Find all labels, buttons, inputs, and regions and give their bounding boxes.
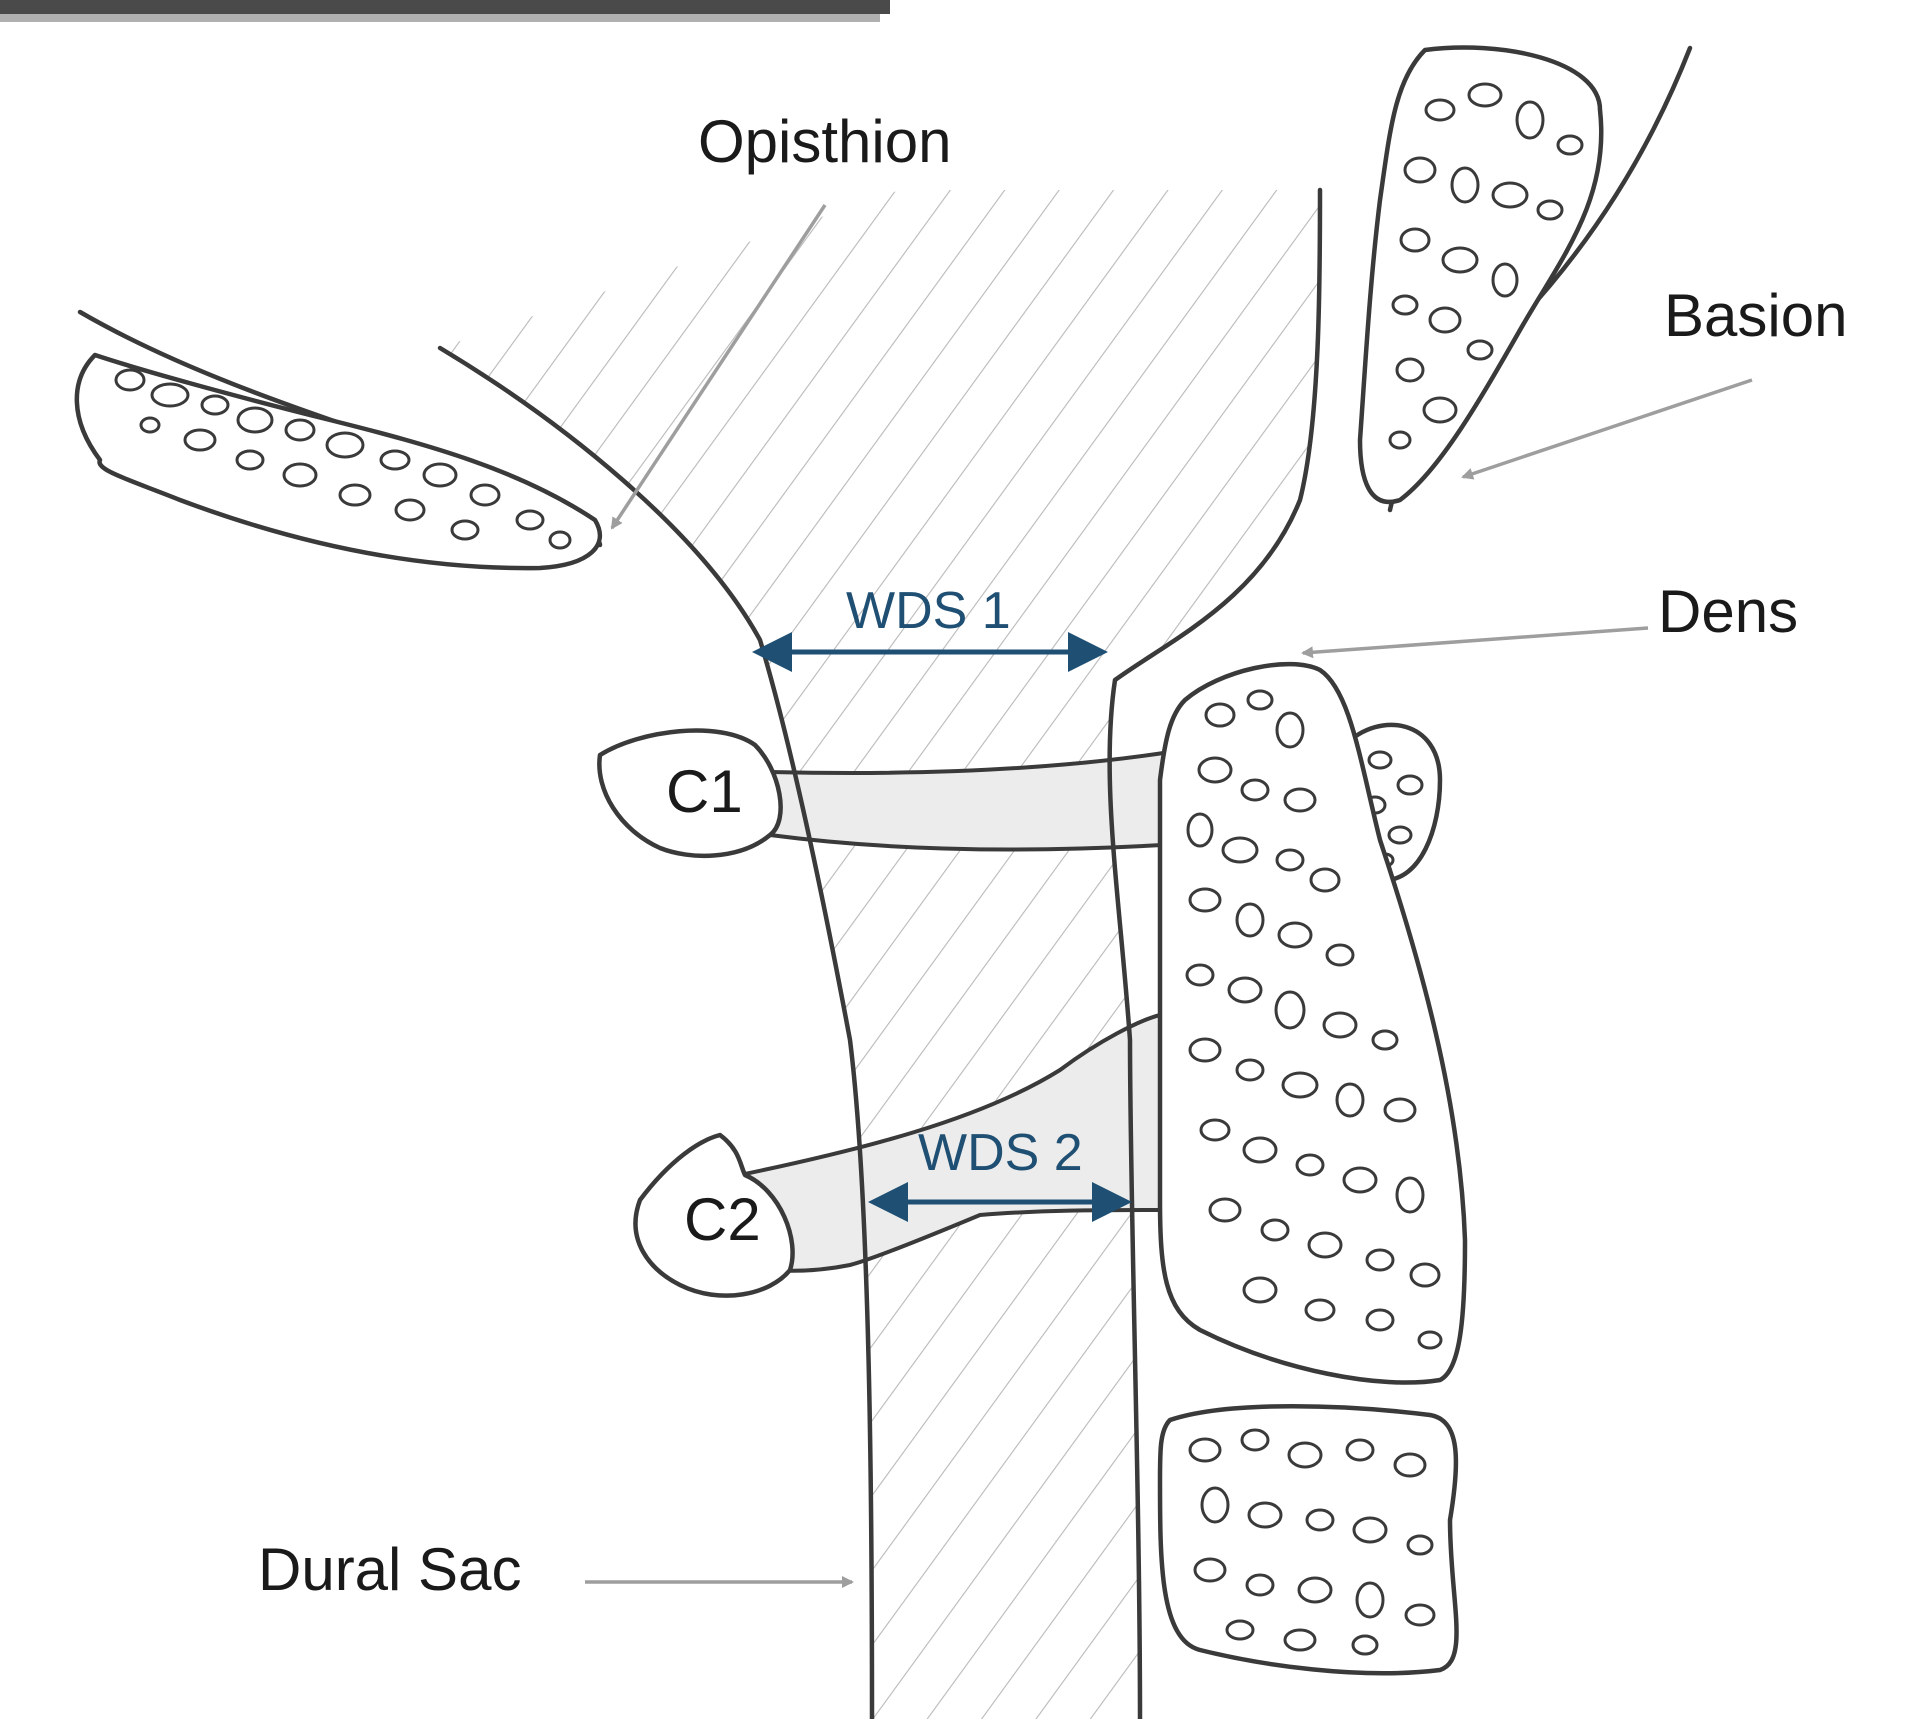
dens-label: Dens: [1658, 578, 1798, 645]
c3-body: [1160, 1406, 1457, 1673]
wds1-label: WDS 1: [846, 582, 1011, 640]
c1-label: C1: [666, 758, 743, 825]
basion-pointer: [1463, 380, 1752, 477]
clivus-bone: [1360, 48, 1690, 511]
dural-sac-label: Dural Sac: [258, 1536, 521, 1603]
basion-label: Basion: [1664, 282, 1847, 349]
top-shadow-bar: [0, 0, 890, 22]
opisthion-label: Opisthion: [698, 108, 951, 175]
wds2-label: WDS 2: [918, 1124, 1083, 1182]
c2-label: C2: [684, 1186, 761, 1253]
dens-pointer: [1303, 628, 1648, 653]
